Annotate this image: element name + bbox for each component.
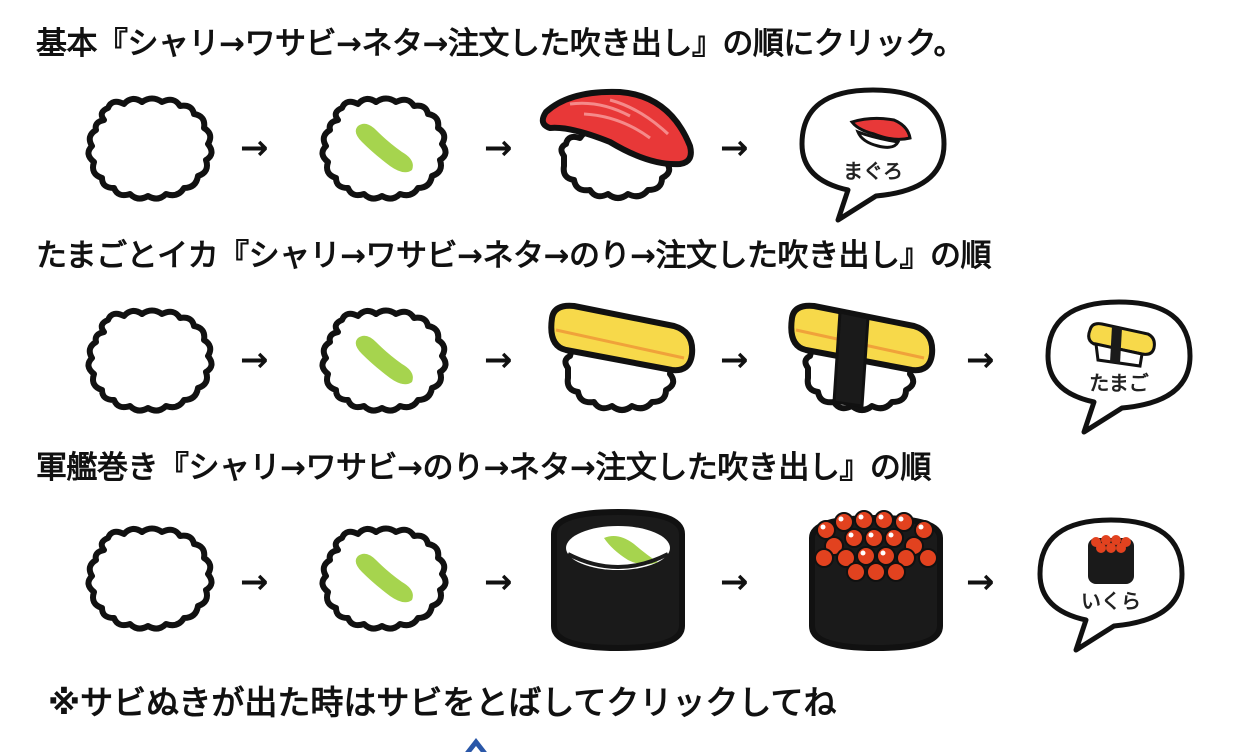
rice-icon[interactable]: [84, 307, 216, 418]
rice-icon[interactable]: [84, 525, 216, 636]
gunkan-sequence: → → →: [0, 508, 1252, 658]
order-label: まぐろ: [843, 159, 903, 183]
basic-instruction: 基本『シャリ→ワサビ→ネタ→注文した吹き出し』の順にクリック。: [36, 26, 964, 62]
arrow-icon: →: [720, 562, 749, 602]
tamago-nori-icon[interactable]: [784, 298, 944, 418]
ikura-gunkan-icon[interactable]: [806, 508, 946, 652]
tamago-nori-icon: [1087, 322, 1156, 368]
sabinuki-note: ※サビぬきが出た時はサビをとばしてクリックしてね: [48, 683, 837, 722]
wasabi-rice-icon[interactable]: [318, 525, 450, 636]
tamago-nigiri-icon[interactable]: [544, 298, 704, 418]
arrow-icon: →: [484, 128, 513, 168]
arrow-icon: →: [484, 340, 513, 380]
tamago-ika-instruction: たまごとイカ『シャリ→ワサビ→ネタ→のり→注文した吹き出し』の順: [36, 238, 991, 274]
arrow-icon: →: [240, 128, 269, 168]
ikura-gunkan-icon: [1088, 535, 1134, 584]
arrow-icon: →: [484, 562, 513, 602]
wasabi-rice-icon[interactable]: [318, 95, 450, 206]
wasabi-rice-icon[interactable]: [318, 307, 450, 418]
arrow-icon: →: [966, 340, 995, 380]
order-bubble-maguro[interactable]: まぐろ: [798, 86, 948, 226]
tuna-nigiri-icon[interactable]: [539, 86, 700, 206]
rice-icon[interactable]: [84, 95, 216, 206]
arrow-icon: →: [720, 340, 749, 380]
arrow-icon: →: [966, 562, 995, 602]
gunkan-instruction: 軍艦巻き『シャリ→ワサビ→のり→ネタ→注文した吹き出し』の順: [36, 450, 931, 486]
pointer-cursor-icon: [456, 736, 496, 752]
tamago-sequence: → → → →: [0, 298, 1252, 438]
order-label: いくら: [1081, 589, 1141, 613]
order-bubble-tamago[interactable]: たまご: [1044, 298, 1194, 438]
tuna-nigiri-icon: [849, 116, 912, 149]
order-bubble-ikura[interactable]: いくら: [1036, 516, 1186, 656]
arrow-icon: →: [240, 562, 269, 602]
nori-wrapped-icon[interactable]: [548, 508, 688, 652]
arrow-icon: →: [720, 128, 749, 168]
arrow-icon: →: [240, 340, 269, 380]
basic-sequence: → → → まぐろ: [0, 86, 1252, 226]
order-label: たまご: [1089, 371, 1148, 395]
